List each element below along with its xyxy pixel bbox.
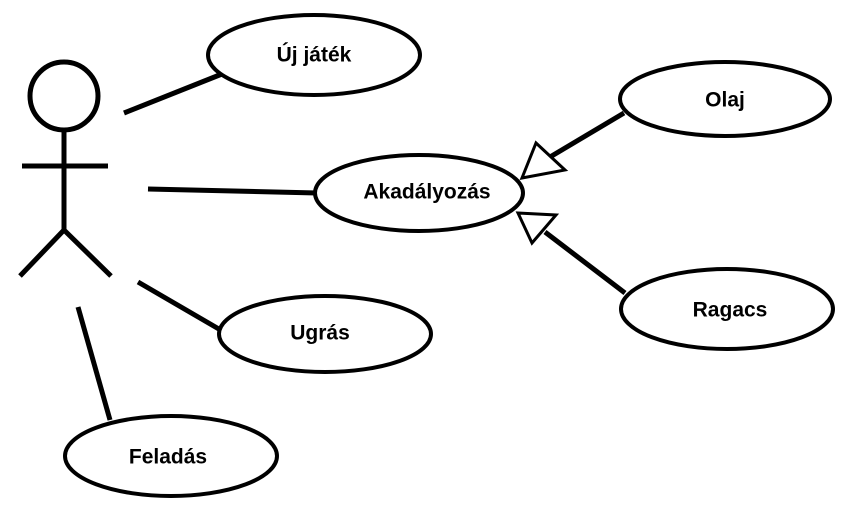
association-feladas (75, 306, 113, 421)
use-case-ragacs: Ragacs (619, 267, 835, 351)
generalization-ragacs-arrowhead (515, 211, 560, 246)
use-case-akadalyozas-label: Akadályozás (363, 181, 490, 204)
use-case-uj-jatek: Új játék (206, 13, 422, 97)
use-case-akadalyozas: Akadályozás (313, 153, 525, 233)
actor-stick-figure (18, 59, 113, 278)
use-case-olaj: Olaj (618, 60, 832, 138)
use-case-ugras: Ugrás (217, 294, 433, 374)
generalization-olaj-arrowhead (519, 140, 569, 180)
association-ugras (136, 279, 226, 335)
association-uj-jatek (123, 71, 223, 116)
use-case-uj-jatek-label: Új játék (277, 43, 352, 67)
generalization-ragacs-line (543, 230, 627, 295)
use-case-ugras-label: Ugrás (290, 322, 350, 345)
use-case-feladas: Feladás (63, 414, 279, 498)
use-case-ragacs-label: Ragacs (693, 299, 768, 322)
use-case-feladas-label: Feladás (129, 446, 207, 469)
association-akadalyozas (147, 186, 318, 196)
use-case-olaj-label: Olaj (705, 89, 745, 112)
generalization-olaj-line (548, 110, 626, 160)
actor-left-leg (18, 228, 66, 278)
actor-right-leg (62, 228, 113, 278)
actor-head (27, 59, 101, 133)
